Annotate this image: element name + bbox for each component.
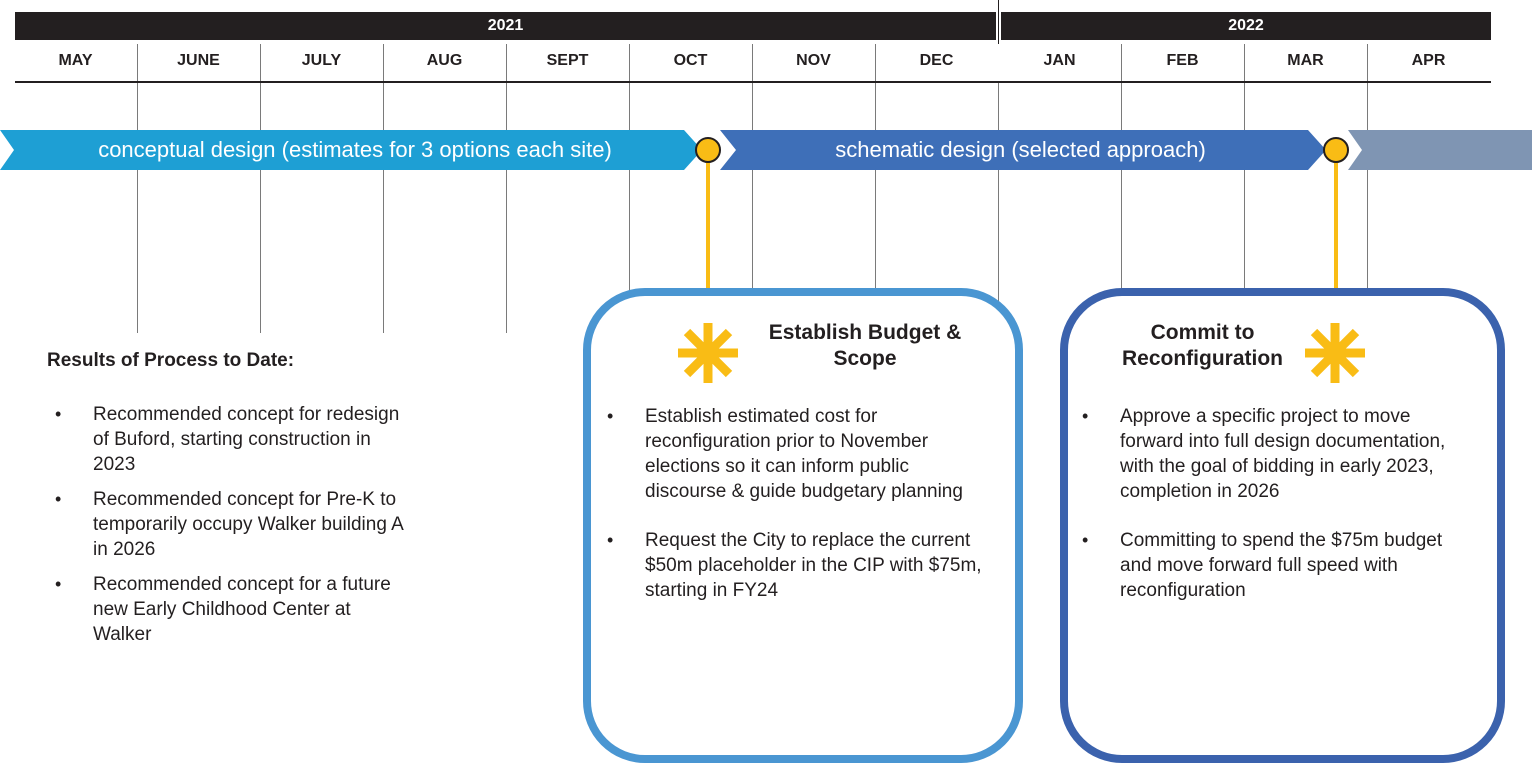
month-mar: MAR — [1287, 52, 1324, 69]
milestone-card-commit — [1060, 288, 1505, 763]
grid-line — [1244, 83, 1245, 298]
month-apr: APR — [1411, 52, 1446, 69]
month-oct: OCT — [673, 52, 708, 69]
asterisk-icon — [678, 323, 738, 383]
month-dec: DEC — [919, 52, 954, 69]
milestone-marker — [695, 137, 721, 163]
grid-line — [875, 83, 876, 298]
grid-line — [1367, 83, 1368, 298]
list-item: Recommended concept for Pre-K to tempora… — [47, 487, 407, 562]
grid-line — [998, 83, 999, 303]
card-list: Approve a specific project to move forwa… — [1074, 404, 1464, 603]
month-feb: FEB — [1166, 52, 1199, 69]
month-sept: SEPT — [546, 52, 589, 69]
phase-arrow-schematic — [720, 130, 1326, 170]
grid-line — [260, 83, 261, 333]
month-divider — [1121, 44, 1122, 82]
month-aug: AUG — [426, 52, 463, 69]
card-list: Establish estimated cost for reconfigura… — [599, 404, 984, 603]
card-title: Commit to Reconfiguration — [1122, 321, 1283, 370]
phase-arrow-next — [1348, 130, 1532, 170]
list-item: Committing to spend the $75m budget and … — [1074, 528, 1464, 603]
results-title: Results of Process to Date: — [47, 350, 295, 371]
month-divider — [629, 44, 630, 82]
milestone-stem — [706, 160, 710, 328]
year-2021-bar: 2021 — [15, 12, 996, 40]
month-jan: JAN — [1043, 52, 1076, 69]
milestone-marker — [1323, 137, 1349, 163]
month-divider — [1367, 44, 1368, 82]
grid-line — [752, 83, 753, 298]
grid-line — [1121, 83, 1122, 298]
grid-line — [137, 83, 138, 333]
month-nov: NOV — [796, 52, 831, 69]
month-divider — [1244, 44, 1245, 82]
phase-conceptual-label: conceptual design (estimates for 3 optio… — [98, 137, 612, 162]
list-item: Recommended concept for a future new Ear… — [47, 572, 407, 647]
list-item: Request the City to replace the current … — [599, 528, 984, 603]
grid-line — [383, 83, 384, 333]
list-item: Recommended concept for redesign of Bufo… — [47, 402, 407, 477]
month-may: MAY — [58, 52, 93, 69]
grid-line — [506, 83, 507, 333]
month-divider — [752, 44, 753, 82]
grid-line — [629, 83, 630, 298]
month-july: JULY — [301, 52, 342, 69]
month-june: JUNE — [177, 52, 220, 69]
milestone-stem — [1334, 160, 1338, 328]
list-item: Establish estimated cost for reconfigura… — [599, 404, 984, 504]
card-title: Establish Budget & Scope — [768, 321, 962, 370]
header-baseline — [15, 81, 1491, 83]
month-divider — [137, 44, 138, 82]
month-divider — [875, 44, 876, 82]
year-2022-bar: 2022 — [1001, 12, 1491, 40]
month-divider — [383, 44, 384, 82]
month-divider — [260, 44, 261, 82]
phase-arrow-conceptual — [0, 130, 702, 170]
phase-schematic-label: schematic design (selected approach) — [835, 137, 1206, 162]
asterisk-icon — [1305, 323, 1365, 383]
year-divider — [998, 0, 999, 44]
month-divider — [506, 44, 507, 82]
phase-arrows — [0, 130, 1532, 170]
results-list: Recommended concept for redesign of Bufo… — [47, 402, 407, 647]
list-item: Approve a specific project to move forwa… — [1074, 404, 1464, 504]
milestone-card-budget — [583, 288, 1023, 763]
